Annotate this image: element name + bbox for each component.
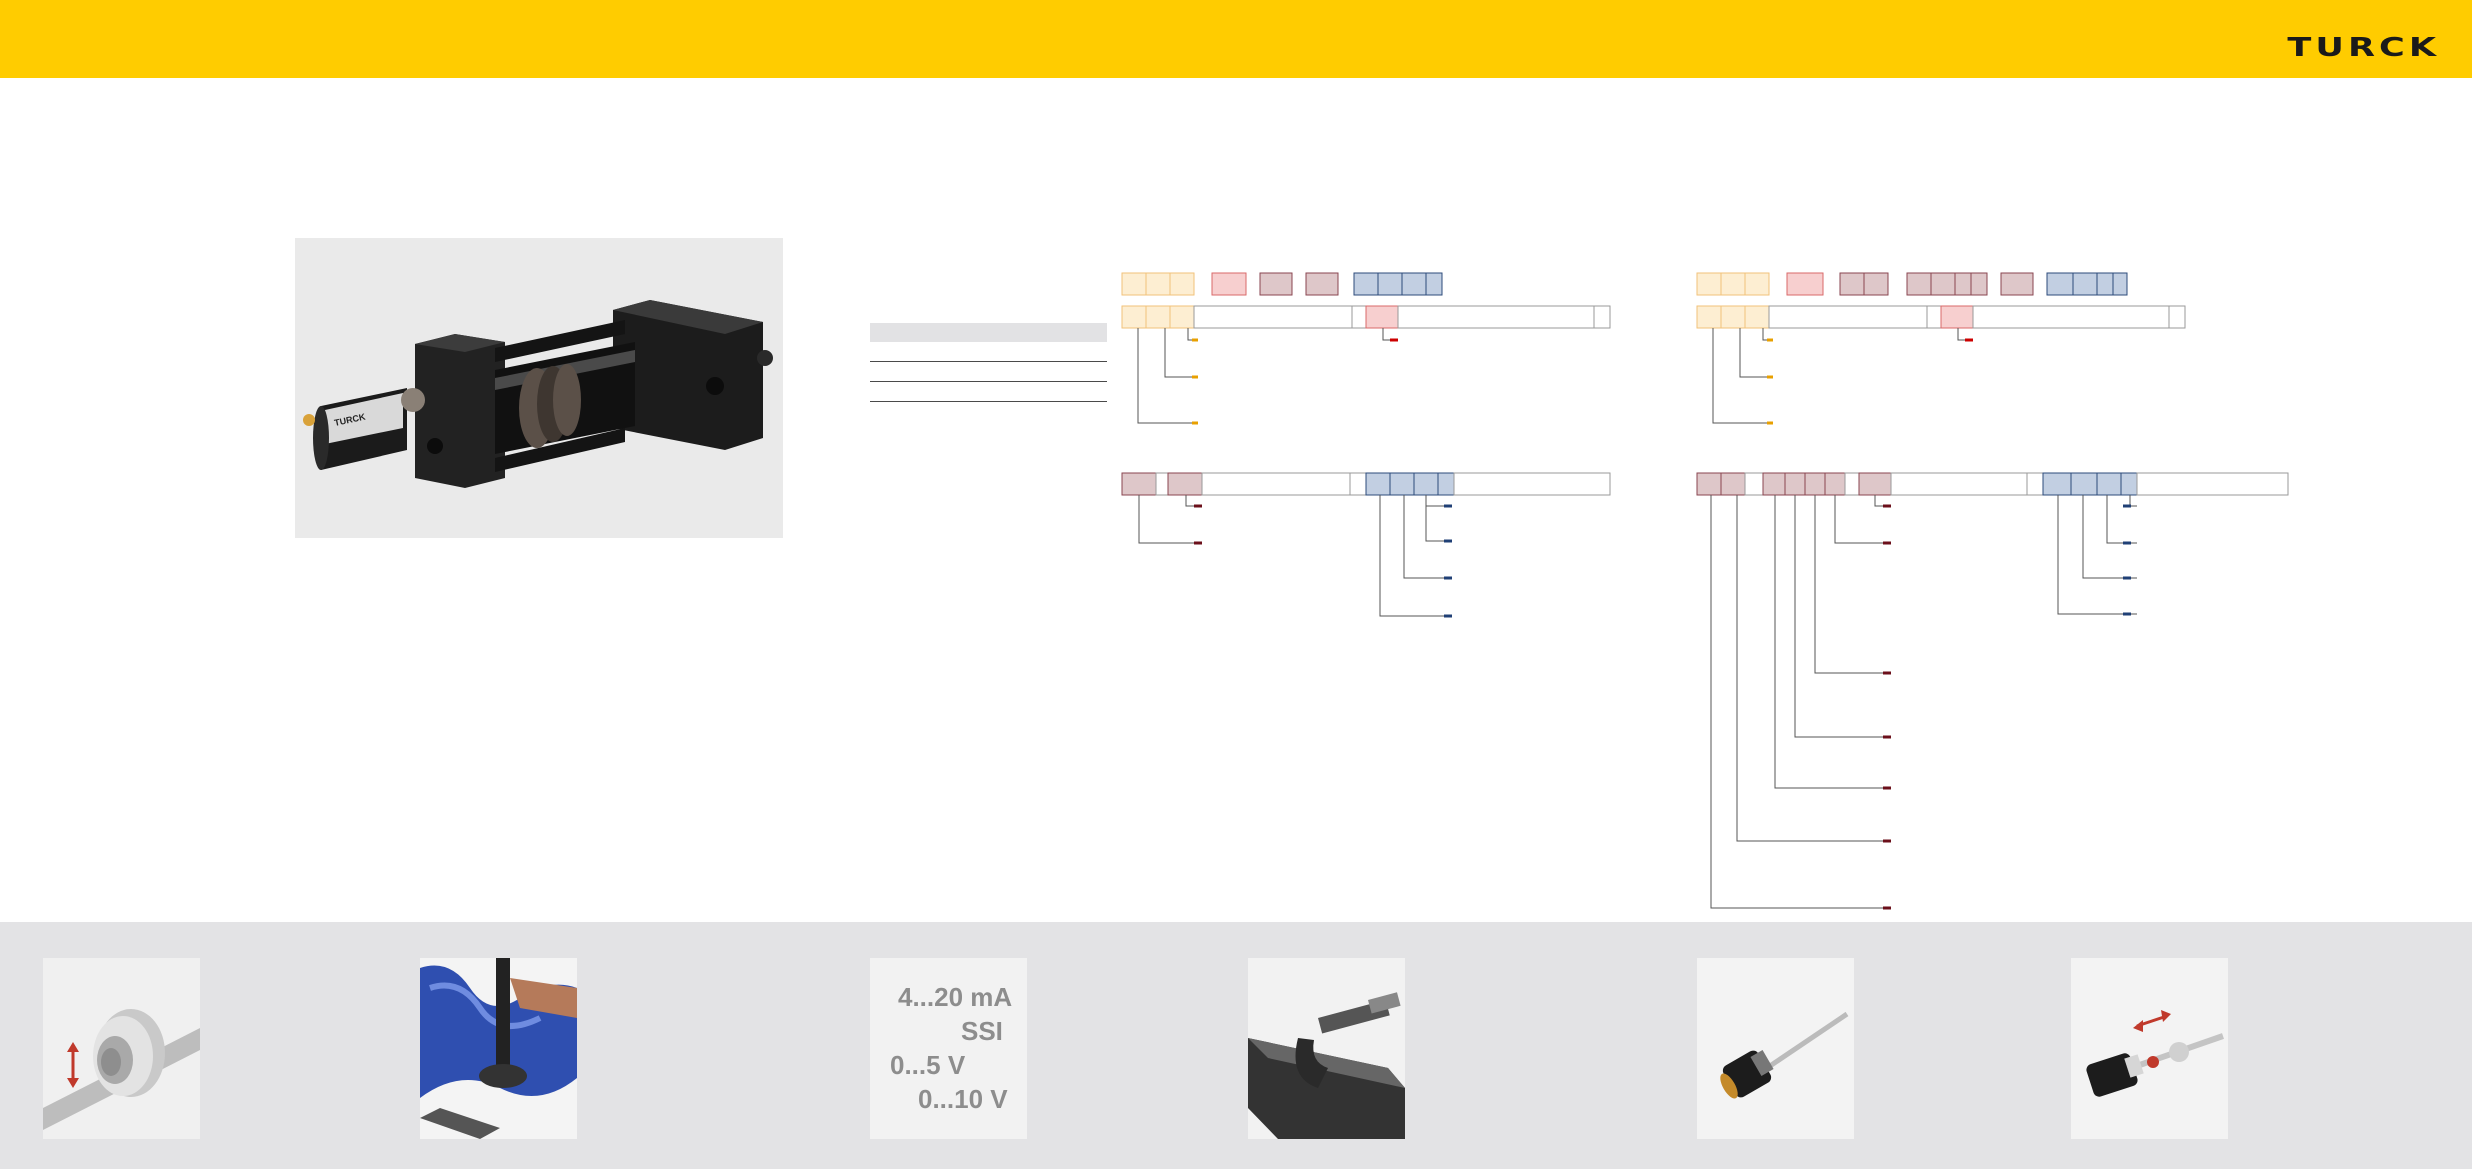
rod-sensor-icon (1697, 958, 1854, 1139)
feature-tile-hydraulic (420, 958, 577, 1139)
feature-strip (0, 922, 2472, 1169)
feature-tile-resolution (1248, 958, 1405, 1139)
position-magnet-ring-icon (43, 958, 200, 1139)
floating-magnet-sensor-icon (2071, 958, 2228, 1139)
signal-label-ssi: SSI (961, 1016, 1003, 1046)
feature-tile-output-signals: 4...20 mA SSI 0...5 V 0...10 V (870, 958, 1027, 1139)
type-code-diagram-right-bottom (1696, 472, 2289, 910)
feature-tile-floating-magnet (2071, 958, 2228, 1139)
type-code-diagram-left-top (1121, 272, 1611, 425)
signal-label-voltage-10: 0...10 V (918, 1084, 1008, 1114)
type-code-diagrams (1121, 272, 2289, 910)
signal-label-voltage-5: 0...5 V (890, 1050, 966, 1080)
type-code-diagram-right-top (1696, 272, 2186, 425)
table-row (870, 342, 1107, 362)
feature-tile-rod-sensor (1697, 958, 1854, 1139)
product-photo: TURCK (295, 238, 783, 538)
hydraulic-cylinder-cutaway-icon (420, 958, 577, 1139)
table-row (870, 362, 1107, 382)
table-header (870, 323, 1107, 342)
type-code-diagram-left-bottom (1121, 472, 1611, 618)
feature-tile-magnet (43, 958, 200, 1139)
linear-sensor-cylinder-icon: TURCK (303, 300, 773, 488)
table-row (870, 382, 1107, 402)
micrometer-resolution-icon (1248, 958, 1405, 1139)
header-bar: TURCK (0, 0, 2472, 78)
signal-label-current: 4...20 mA (898, 982, 1013, 1012)
turck-logo: TURCK (2287, 33, 2440, 63)
spec-table (870, 323, 1107, 402)
